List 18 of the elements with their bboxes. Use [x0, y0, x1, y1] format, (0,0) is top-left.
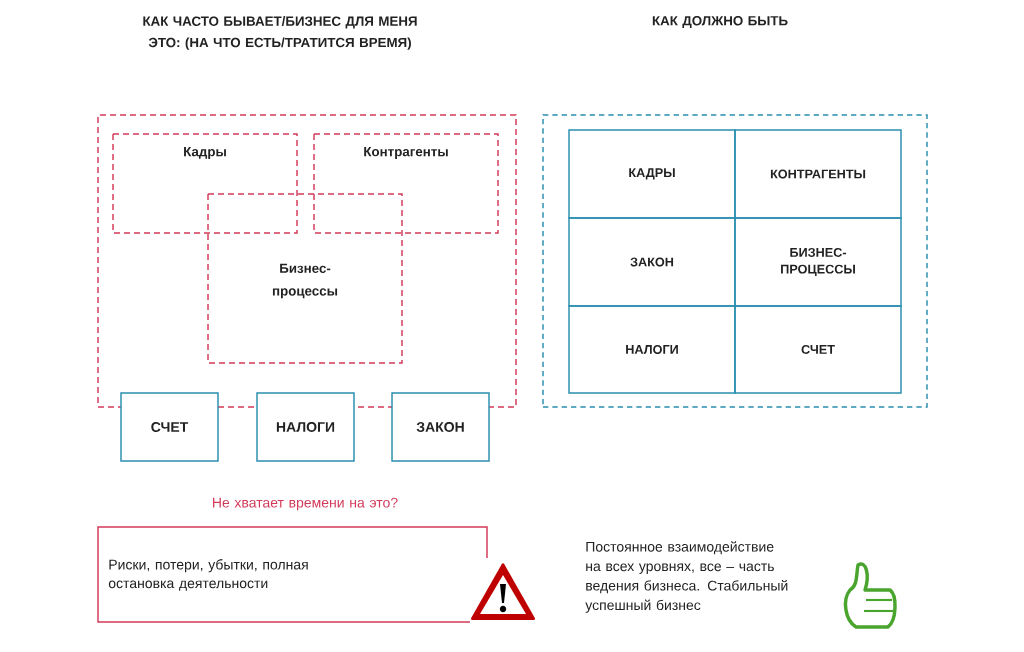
dashed-box: Кадры — [112, 133, 298, 234]
heading: КАК ДОЛЖНО БЫТЬ — [652, 16, 788, 28]
label-box: СЧЕТ — [120, 392, 219, 462]
note-box: Риски, потери, убытки, полная остановка деятельности — [97, 526, 488, 623]
dashed-box: Контрагенты — [313, 133, 499, 234]
note-text: Постоянное взаимодействие на всех уровнях, все – часть ведения бизнеса. Стабильный успешный бизнес — [585, 541, 788, 613]
label-box: НАЛОГИ — [256, 392, 355, 462]
dashed-box — [542, 114, 928, 408]
question-text: Не хватает времени на это? — [213, 497, 398, 511]
label-box: ЗАКОН — [391, 392, 490, 462]
dashed-box: Бизнес- процессы — [207, 193, 403, 364]
table-cell: НАЛОГИ — [568, 305, 736, 394]
table-cell: КАДРЫ — [568, 129, 736, 219]
heading: КАК ЧАСТО БЫВАЕТ/БИЗНЕС ДЛЯ МЕНЯ ЭТО: (НА ЧТО ЕСТЬ/ТРАТИТСЯ ВРЕМЯ) — [143, 16, 417, 50]
table-cell: ЗАКОН — [568, 217, 736, 307]
table-cell: БИЗНЕС- ПРОЦЕССЫ — [734, 217, 902, 307]
table-cell: СЧЕТ — [734, 305, 902, 394]
table-cell: КОНТРАГЕНТЫ — [734, 129, 902, 219]
